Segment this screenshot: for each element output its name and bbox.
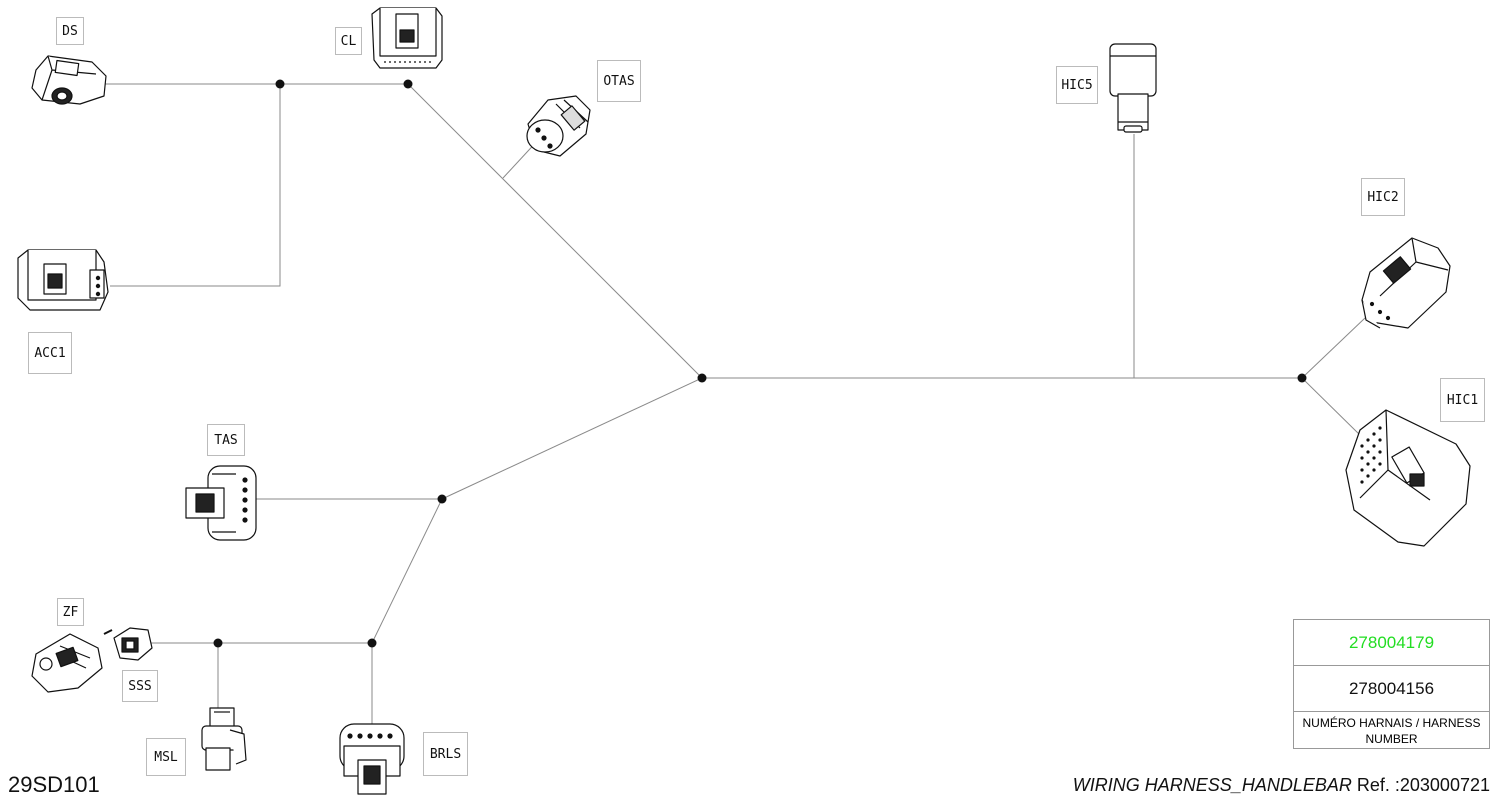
ref-label: Ref. : [1356,775,1400,795]
connector-label-tas: TAS [207,424,245,456]
document-id: 29SD101 [8,772,100,797]
junctions [213,79,1307,648]
connector-sss-drawing [113,627,153,661]
connector-msl-drawing [201,707,247,771]
connector-otas-drawing [526,95,591,157]
connector-ds-drawing [31,55,107,105]
connector-label-otas: OTAS [597,60,641,102]
connector-label-acc1: ACC1 [28,332,72,374]
connector-label-msl: MSL [146,738,186,776]
wire-main-upper [407,83,703,379]
connector-label-sss: SSS [122,670,158,702]
harness-number-primary: 278004179 [1294,620,1489,666]
wire-branch-lower [371,498,443,644]
connector-hic1-drawing [1345,409,1471,547]
connector-label-hic1: HIC1 [1440,378,1485,422]
junction-node [1297,373,1307,383]
connector-label-cl: CL [335,27,362,55]
harness-number-table: 278004179 278004156 NUMÉRO HARNAIS / HAR… [1293,619,1490,749]
diagram-title: WIRING HARNESS_HANDLEBAR [1072,775,1352,795]
junction-node [275,79,285,89]
junction-node [403,79,413,89]
connector-acc1-drawing [17,249,109,311]
footer: WIRING HARNESS_HANDLEBAR Ref. :203000721 [1073,775,1490,796]
junction-node [367,638,377,648]
connector-hic2-drawing [1361,237,1451,329]
connector-label-ds: DS [56,17,84,45]
wire-hic1 [1301,377,1364,439]
harness-number-secondary: 278004156 [1294,666,1489,712]
harness-number-caption: NUMÉRO HARNAIS / HARNESS NUMBER [1302,715,1481,746]
wire-hic2 [1301,317,1366,379]
wire-acc1 [110,84,281,287]
junction-node [437,494,447,504]
connector-label-zf: ZF [57,598,84,626]
connector-label-hic5: HIC5 [1056,66,1098,104]
connector-hic5-drawing [1109,43,1157,133]
junction-node [697,373,707,383]
connector-label-hic2: HIC2 [1361,178,1405,216]
junction-node [213,638,223,648]
wire-main-lower [441,377,703,500]
wires [103,83,1366,724]
connector-brls-drawing [339,723,405,795]
ref-value: 203000721 [1399,775,1490,795]
connector-zf-drawing [31,629,113,693]
connector-tas-drawing [185,465,257,541]
connector-label-brls: BRLS [423,732,468,776]
connector-cl-drawing [371,7,443,69]
